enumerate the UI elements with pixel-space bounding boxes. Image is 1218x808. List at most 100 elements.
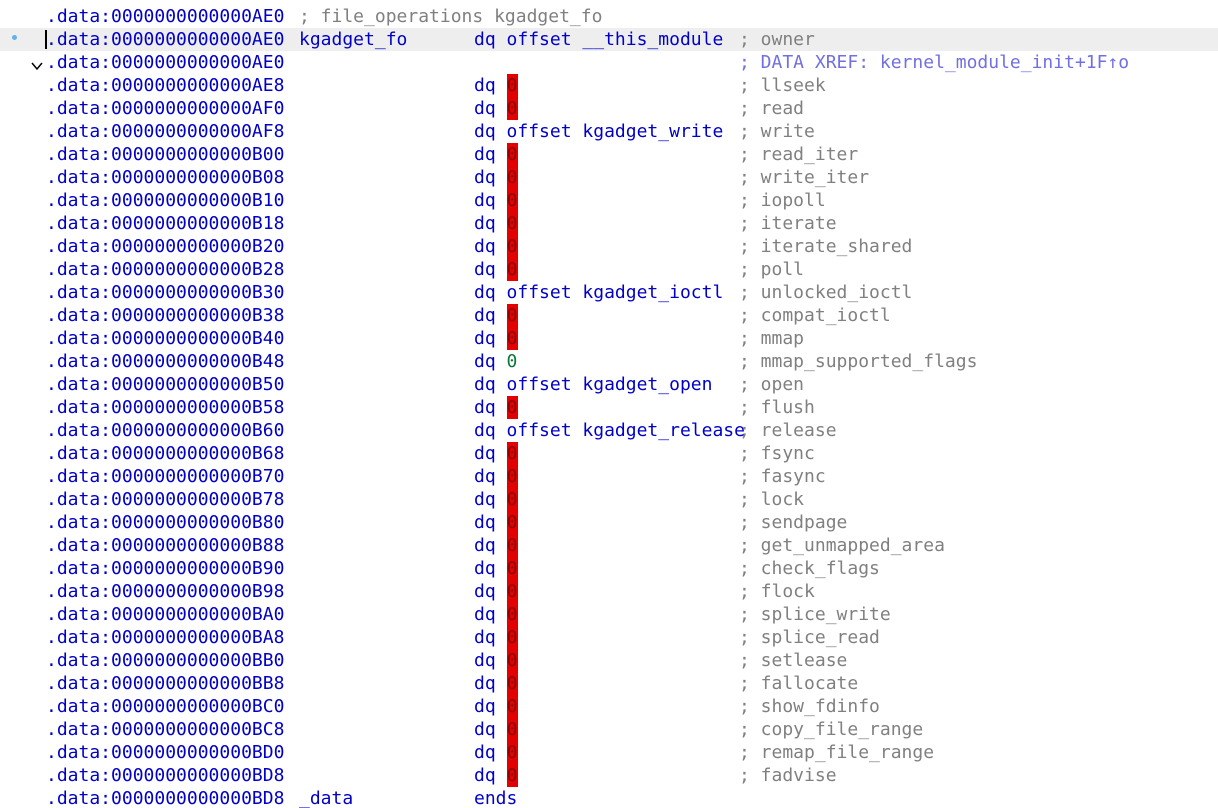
highlighted-zero-value[interactable]: 0: [506, 396, 518, 419]
highlighted-zero-value[interactable]: 0: [506, 442, 518, 465]
directive: dq: [474, 167, 496, 188]
highlighted-zero-value[interactable]: 0: [506, 741, 518, 764]
highlighted-zero-value[interactable]: 0: [506, 189, 518, 212]
highlighted-zero-value[interactable]: 0: [506, 258, 518, 281]
address: .data:0000000000000B90: [46, 558, 285, 579]
highlighted-zero-value[interactable]: 0: [506, 74, 518, 97]
field-comment: ; unlocked_ioctl: [739, 282, 913, 303]
xref-comment[interactable]: ; DATA XREF: kernel_module_init+1F↑o: [739, 52, 1130, 73]
field-comment: ; remap_file_range: [739, 742, 935, 763]
highlighted-zero-value[interactable]: 0: [506, 97, 518, 120]
highlighted-zero-value[interactable]: 0: [506, 166, 518, 189]
operand-symbol[interactable]: kgadget_ioctl: [582, 282, 724, 303]
field-comment: ; mmap_supported_flags: [739, 351, 978, 372]
instruction: dq 0: [474, 741, 518, 764]
directive: dq: [474, 742, 496, 763]
address: .data:0000000000000AF0: [46, 98, 285, 119]
instruction: dq 0: [474, 672, 518, 695]
operand-keyword: offset: [506, 282, 572, 303]
address: .data:0000000000000B70: [46, 466, 285, 487]
address: .data:0000000000000BC8: [46, 719, 285, 740]
address: .data:0000000000000BC0: [46, 696, 285, 717]
operand-symbol[interactable]: kgadget_open: [582, 374, 713, 395]
highlighted-zero-value[interactable]: 0: [506, 465, 518, 488]
highlighted-zero-value[interactable]: 0: [506, 534, 518, 557]
highlighted-zero-value[interactable]: 0: [506, 603, 518, 626]
instruction: dq 0: [474, 396, 518, 419]
highlighted-zero-value[interactable]: 0: [506, 511, 518, 534]
highlighted-zero-value[interactable]: 0: [506, 235, 518, 258]
operand-symbol[interactable]: kgadget_release: [582, 420, 745, 441]
field-comment: ; mmap: [739, 328, 805, 349]
directive: dq: [474, 627, 496, 648]
highlighted-zero-value[interactable]: 0: [506, 649, 518, 672]
struct-definition-line[interactable]: .data:0000000000000AE0 kgadget_fo dq off…: [0, 28, 1218, 71]
highlighted-zero-value[interactable]: 0: [506, 764, 518, 787]
segment-name-label[interactable]: _data: [299, 788, 354, 808]
operand-symbol[interactable]: __this_module: [582, 29, 724, 50]
directive: dq: [474, 213, 496, 234]
field-comment: ; sendpage: [739, 512, 848, 533]
highlighted-zero-value[interactable]: 0: [506, 304, 518, 327]
highlighted-zero-value[interactable]: 0: [506, 327, 518, 350]
highlighted-zero-value[interactable]: 0: [506, 718, 518, 741]
struct-comment-line[interactable]: .data:0000000000000AE0 ; file_operations…: [0, 5, 1218, 28]
field-comment: ; owner: [739, 29, 815, 50]
highlighted-zero-value[interactable]: 0: [506, 580, 518, 603]
instruction: dq 0: [474, 603, 518, 626]
field-comment: ; check_flags: [739, 558, 880, 579]
address: .data:0000000000000B48: [46, 351, 285, 372]
address: .data:0000000000000BD8: [46, 788, 285, 808]
highlighted-zero-value[interactable]: 0: [506, 557, 518, 580]
highlighted-zero-value[interactable]: 0: [506, 143, 518, 166]
zero-value[interactable]: 0: [506, 351, 518, 372]
highlighted-zero-value[interactable]: 0: [506, 695, 518, 718]
struct-name-label[interactable]: kgadget_fo: [299, 29, 408, 50]
segment-end-line[interactable]: .data:0000000000000BD8 _data ends: [0, 787, 1218, 808]
instruction: dq 0: [474, 695, 518, 718]
chevron-down-icon[interactable]: [30, 31, 44, 71]
address: .data:0000000000000B30: [46, 282, 285, 303]
field-comment: ; splice_write: [739, 604, 891, 625]
instruction: dq 0: [474, 488, 518, 511]
highlighted-zero-value[interactable]: 0: [506, 212, 518, 235]
address: .data:0000000000000B60: [46, 420, 285, 441]
highlighted-zero-value[interactable]: 0: [506, 626, 518, 649]
xref-line[interactable]: .data:0000000000000AE0 ; DATA XREF: kern…: [0, 51, 1218, 74]
highlighted-zero-value[interactable]: 0: [506, 672, 518, 695]
highlighted-zero-value[interactable]: 0: [506, 488, 518, 511]
operand-symbol[interactable]: kgadget_write: [582, 121, 724, 142]
